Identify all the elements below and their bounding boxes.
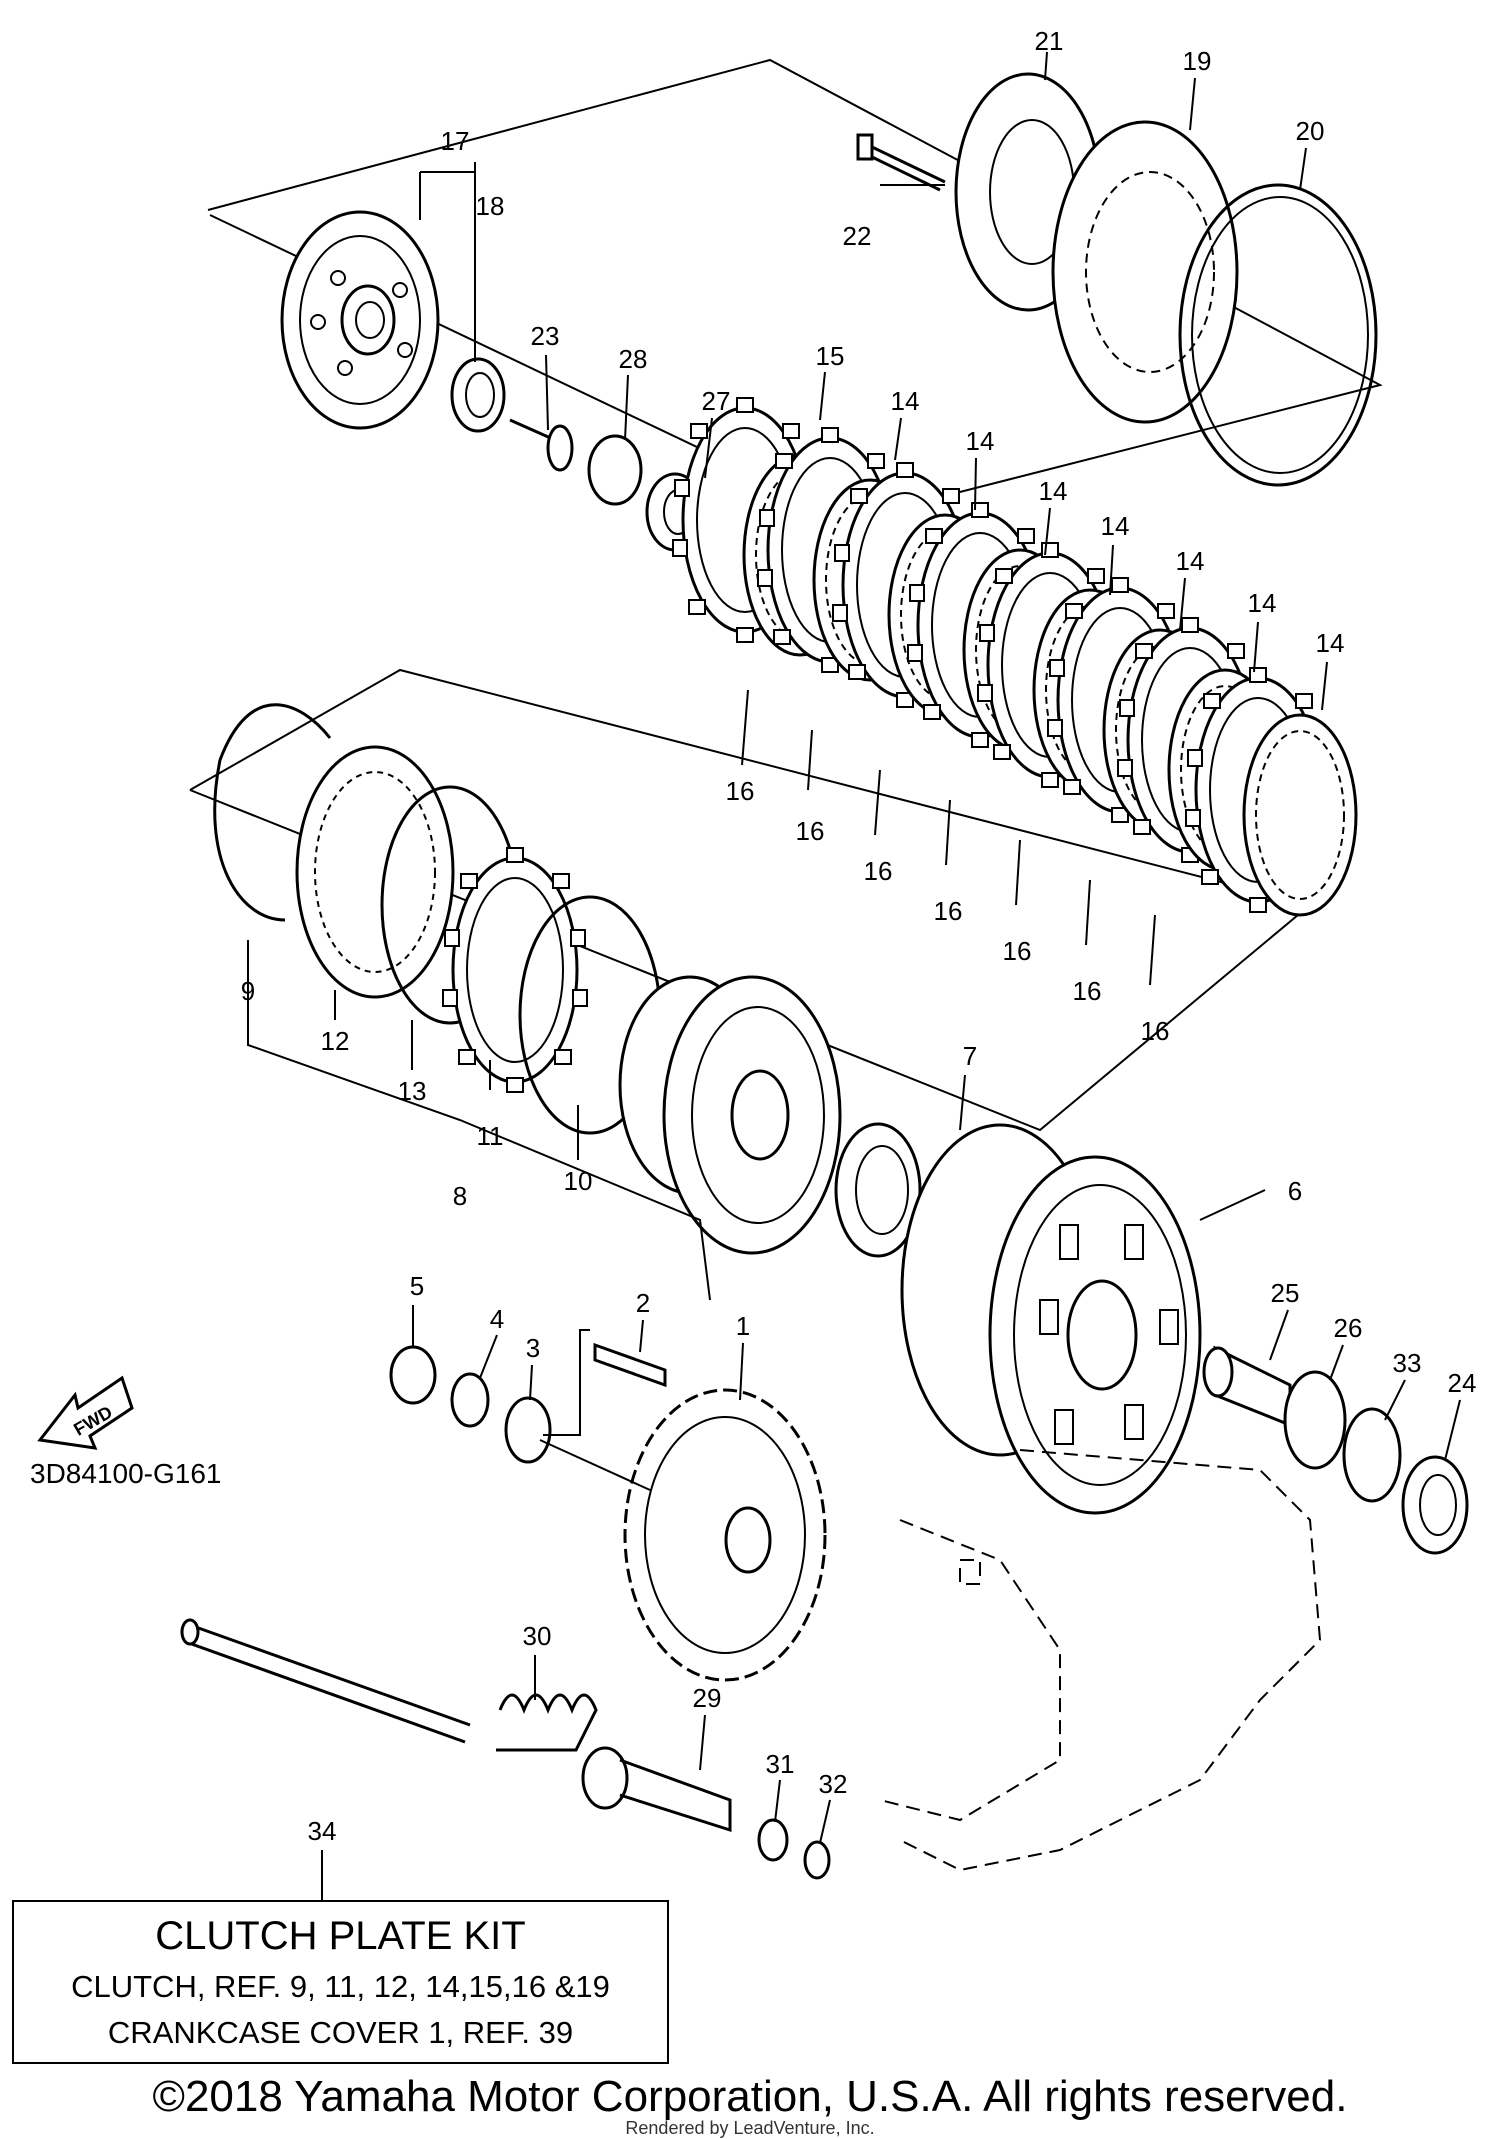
label-14d: 14 xyxy=(1101,511,1130,541)
label-6: 6 xyxy=(1288,1176,1302,1206)
label-7: 7 xyxy=(963,1041,977,1071)
wire-ring xyxy=(213,703,332,922)
label-22: 22 xyxy=(843,221,872,251)
label-16f: 16 xyxy=(1073,976,1102,1006)
label-5: 5 xyxy=(410,1271,424,1301)
cushion-plate xyxy=(1051,120,1239,424)
clutch-boss xyxy=(618,975,842,1255)
label-26: 26 xyxy=(1334,1313,1363,1343)
push-rod xyxy=(509,418,574,472)
label-9: 9 xyxy=(241,976,255,1006)
kit-title: CLUTCH PLATE KIT xyxy=(155,1914,526,1958)
label-14b: 14 xyxy=(966,426,995,456)
kit-line-2: CRANKCASE COVER 1, REF. 39 xyxy=(107,2015,574,2050)
label-14c: 14 xyxy=(1039,476,1068,506)
circlip-32 xyxy=(803,1840,831,1880)
leader-lines xyxy=(247,51,1461,1900)
label-14e: 14 xyxy=(1176,546,1205,576)
clutch-plate-kit-box: CLUTCH PLATE KIT CLUTCH, REF. 9, 11, 12,… xyxy=(12,1900,669,2064)
label-20: 20 xyxy=(1296,116,1325,146)
push-lever-shaft xyxy=(180,1618,471,1744)
label-18: 18 xyxy=(476,191,505,221)
label-16c: 16 xyxy=(864,856,893,886)
label-13: 13 xyxy=(398,1076,427,1106)
label-8: 8 xyxy=(453,1181,467,1211)
label-16d: 16 xyxy=(934,896,963,926)
label-16b: 16 xyxy=(796,816,825,846)
nut-5 xyxy=(389,1345,437,1405)
friction-plate-2 xyxy=(441,846,589,1094)
return-spring xyxy=(496,1693,598,1752)
label-15: 15 xyxy=(816,341,845,371)
label-4: 4 xyxy=(490,1304,504,1334)
label-29: 29 xyxy=(693,1683,722,1713)
nut xyxy=(587,434,643,506)
washer-24 xyxy=(1401,1455,1469,1555)
label-23: 23 xyxy=(531,321,560,351)
bolt xyxy=(856,133,946,192)
label-25: 25 xyxy=(1271,1278,1300,1308)
label-33: 33 xyxy=(1393,1348,1422,1378)
pressure-plate xyxy=(280,210,440,430)
plate-stack xyxy=(671,396,1358,917)
washer-31 xyxy=(757,1818,789,1862)
lock-washer-4 xyxy=(450,1372,490,1428)
collar-3 xyxy=(504,1396,552,1464)
label-16g: 16 xyxy=(1141,1016,1170,1046)
ring xyxy=(1178,183,1378,487)
label-2: 2 xyxy=(636,1288,650,1318)
rendered-by-note: Rendered by LeadVenture, Inc. xyxy=(625,2118,875,2138)
label-28: 28 xyxy=(619,344,648,374)
label-1: 1 xyxy=(736,1311,750,1341)
label-14a: 14 xyxy=(891,386,920,416)
drive-gear xyxy=(623,1388,827,1682)
copyright-notice: ©2018 Yamaha Motor Corporation, U.S.A. A… xyxy=(152,2072,1348,2121)
label-31: 31 xyxy=(766,1749,795,1779)
needle-bearing xyxy=(1283,1370,1347,1470)
label-16a: 16 xyxy=(726,776,755,806)
push-lever xyxy=(581,1746,732,1833)
label-11: 11 xyxy=(477,1121,504,1151)
diagram-code: 3D84100-G161 xyxy=(30,1458,222,1489)
thrust-washer xyxy=(834,1122,922,1258)
label-17: 17 xyxy=(441,126,470,156)
label-14f: 14 xyxy=(1248,588,1277,618)
label-12: 12 xyxy=(321,1026,350,1056)
label-24: 24 xyxy=(1448,1368,1477,1398)
label-16e: 16 xyxy=(1003,936,1032,966)
callout-labels: 21 19 20 22 17 18 23 28 27 15 14 14 14 1… xyxy=(241,26,1477,1846)
label-10: 10 xyxy=(564,1166,593,1196)
seat-plate xyxy=(295,745,455,999)
kit-line-1: CLUTCH, REF. 9, 11, 12, 14,15,16 &19 xyxy=(71,1969,610,2004)
clutch-housing xyxy=(900,1123,1202,1515)
label-30: 30 xyxy=(523,1621,552,1651)
bearing xyxy=(450,357,506,433)
label-27: 27 xyxy=(702,386,731,416)
label-34: 34 xyxy=(308,1816,337,1846)
sleeve xyxy=(1202,1345,1292,1428)
label-21: 21 xyxy=(1035,26,1064,56)
label-14g: 14 xyxy=(1316,628,1345,658)
label-3: 3 xyxy=(526,1333,540,1363)
crankcase-outline xyxy=(879,1449,1322,1872)
key-2 xyxy=(593,1342,667,1388)
fwd-arrow: FWD xyxy=(37,1375,134,1450)
label-19: 19 xyxy=(1183,46,1212,76)
label-32: 32 xyxy=(819,1769,848,1799)
spacer xyxy=(1342,1407,1402,1503)
